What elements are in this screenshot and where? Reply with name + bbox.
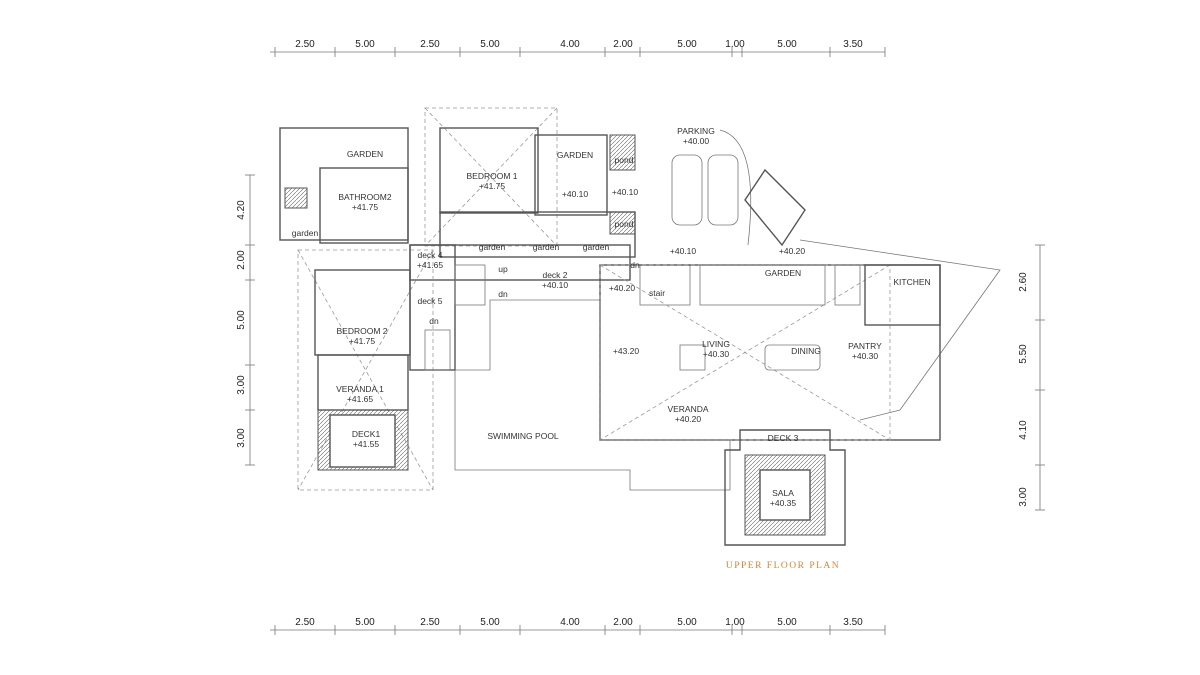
room-label-garden-right: GARDEN xyxy=(765,268,801,278)
room-label-living: LIVING xyxy=(702,339,730,349)
room-label-bedroom2: BEDROOM 2 xyxy=(336,326,387,336)
room-level-bathroom2: +41.75 xyxy=(352,202,379,212)
dimension-top-label: 5.00 xyxy=(355,39,375,50)
room-label-pond-top: pond xyxy=(615,155,634,165)
dimension-bottom-label: 1.00 xyxy=(725,617,745,628)
room-label-deck3: DECK 3 xyxy=(768,433,799,443)
dimension-right-label: 2.60 xyxy=(1018,272,1029,292)
dimension-top-label: 1.00 xyxy=(725,39,745,50)
dimension-top-label: 4.00 xyxy=(560,39,580,50)
room-label-level-4010-a: +40.10 xyxy=(562,189,589,199)
room-label-dn-2: dn xyxy=(630,260,640,270)
room-level-deck1: +41.55 xyxy=(353,439,380,449)
room-level-parking: +40.00 xyxy=(683,136,710,146)
dimension-left: 4.20 2.00 5.00 3.00 3.00 xyxy=(236,200,247,448)
dimension-top-label: 2.50 xyxy=(295,39,315,50)
stair-lines xyxy=(424,264,691,371)
room-label-level-4320: +43.20 xyxy=(613,346,640,356)
dimension-right-label: 5.50 xyxy=(1018,344,1029,364)
room-label-garden-small-left: garden xyxy=(292,228,319,238)
room-label-garden-small-2: garden xyxy=(533,242,560,252)
room-label-kitchen: KITCHEN xyxy=(893,277,930,287)
room-level-veranda: +40.20 xyxy=(675,414,702,424)
dimension-bottom-label: 5.00 xyxy=(677,617,697,628)
room-label-parking: PARKING xyxy=(677,126,715,136)
room-level-living: +40.30 xyxy=(703,349,730,359)
room-label-garden-small-3: garden xyxy=(583,242,610,252)
room-label-level-4020-b: +40.20 xyxy=(609,283,636,293)
dimension-bottom-label: 4.00 xyxy=(560,617,580,628)
dimension-right-label: 4.10 xyxy=(1018,420,1029,440)
dimension-right-label: 3.00 xyxy=(1018,487,1029,507)
room-label-garden-top-left: GARDEN xyxy=(347,149,383,159)
room-label-stair: stair xyxy=(649,288,665,298)
dimension-top: 2.50 5.00 2.50 5.00 4.00 2.00 5.00 1.00 5.00 3.50 xyxy=(295,39,863,50)
dimension-bottom-label: 3.50 xyxy=(843,617,863,628)
room-label-up: up xyxy=(498,264,508,274)
room-label-pantry: PANTRY xyxy=(848,341,882,351)
plan-walls xyxy=(279,107,1001,546)
room-label-deck4: deck 4 xyxy=(417,250,442,260)
dimension-left-label: 2.00 xyxy=(236,250,247,270)
room-label-swimming-pool: SWIMMING POOL xyxy=(487,431,559,441)
room-label-deck2: deck 2 xyxy=(542,270,567,280)
dimension-top-label: 5.00 xyxy=(677,39,697,50)
room-level-deck4: +41.65 xyxy=(417,260,444,270)
room-level-sala: +40.35 xyxy=(770,498,797,508)
room-level-bedroom1: +41.75 xyxy=(479,181,506,191)
dimension-left-label: 4.20 xyxy=(236,200,247,220)
room-label-garden-small-1: garden xyxy=(479,242,506,252)
room-label-garden-top-mid: GARDEN xyxy=(557,150,593,160)
dimension-top-label: 5.00 xyxy=(480,39,500,50)
dimension-top-label: 2.00 xyxy=(613,39,633,50)
dimension-bottom-label: 2.50 xyxy=(420,617,440,628)
dimension-top-label: 5.00 xyxy=(777,39,797,50)
dimension-left-label: 3.00 xyxy=(236,375,247,395)
room-label-bedroom1: BEDROOM 1 xyxy=(466,171,517,181)
room-label-dining: DINING xyxy=(791,346,821,356)
dimension-top-label: 2.50 xyxy=(420,39,440,50)
room-label-dn-1: dn xyxy=(498,289,508,299)
plan-title: UPPER FLOOR PLAN xyxy=(726,561,840,571)
room-level-pantry: +40.30 xyxy=(852,351,879,361)
room-label-level-4010-b: +40.10 xyxy=(612,187,639,197)
dimension-bottom: 2.50 5.00 2.50 5.00 4.00 2.00 5.00 1.00 5.00 3.50 xyxy=(295,617,863,628)
room-label-level-4010-c: +40.10 xyxy=(670,246,697,256)
room-label-deck1: DECK1 xyxy=(352,429,381,439)
room-label-veranda: VERANDA xyxy=(667,404,708,414)
dimension-bottom-label: 5.00 xyxy=(480,617,500,628)
room-label-level-4020-a: +40.20 xyxy=(779,246,806,256)
room-level-veranda1: +41.65 xyxy=(347,394,374,404)
dimension-right: 2.60 5.50 4.10 3.00 xyxy=(1018,272,1029,507)
dimension-left-label: 5.00 xyxy=(236,310,247,330)
room-label-deck5: deck 5 xyxy=(417,296,442,306)
dimension-bottom-label: 5.00 xyxy=(355,617,375,628)
dimension-top-label: 3.50 xyxy=(843,39,863,50)
dimension-lines xyxy=(245,47,1045,635)
room-level-deck2: +40.10 xyxy=(542,280,569,290)
room-label-dn-3: dn xyxy=(429,316,439,326)
room-label-sala: SALA xyxy=(772,488,794,498)
dimension-left-label: 3.00 xyxy=(236,428,247,448)
room-label-veranda1: VERANDA 1 xyxy=(336,384,384,394)
dimension-bottom-label: 2.00 xyxy=(613,617,633,628)
dimension-bottom-label: 2.50 xyxy=(295,617,315,628)
room-level-bedroom2: +41.75 xyxy=(349,336,376,346)
dimension-bottom-label: 5.00 xyxy=(777,617,797,628)
room-label-pond-mid: pond xyxy=(615,219,634,229)
room-label-bathroom2: BATHROOM2 xyxy=(338,192,391,202)
